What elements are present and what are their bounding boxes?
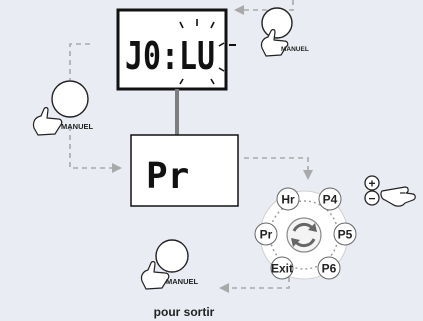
manual-button-bottom[interactable]: MANUEL bbox=[140, 239, 198, 290]
svg-text:P6: P6 bbox=[322, 262, 337, 276]
manual-label-bottom: MANUEL bbox=[166, 277, 198, 286]
hand-pointer-icon bbox=[32, 107, 63, 136]
top-display: J0:LU bbox=[116, 8, 236, 91]
manual-label-top: MANUEL bbox=[281, 46, 309, 53]
menu-item-p6[interactable]: P6 bbox=[317, 256, 341, 280]
manual-label-left: MANUEL bbox=[61, 122, 93, 131]
plus-button[interactable]: + bbox=[364, 175, 380, 191]
svg-text:P4: P4 bbox=[323, 193, 338, 207]
display-connector bbox=[175, 89, 179, 135]
arrow-left-button-to-middle-display bbox=[69, 126, 122, 173]
manual-button-left[interactable]: MANUEL bbox=[32, 80, 93, 136]
arrow-middle-display-to-menu bbox=[244, 157, 313, 180]
hand-pointer-icon bbox=[140, 261, 170, 290]
hand-pointer-icon bbox=[260, 29, 289, 57]
flow-arrows bbox=[69, 0, 313, 293]
blink-indicator-icon bbox=[179, 19, 225, 85]
manual-button-top[interactable]: MANUEL bbox=[260, 7, 309, 57]
menu-wheel: Hr P4 P5 P6 Exit Pr bbox=[254, 187, 357, 280]
arrow-exit-to-bottom-button bbox=[219, 268, 290, 293]
middle-display-text: Pr bbox=[146, 156, 189, 197]
menu-item-hr[interactable]: Hr bbox=[276, 187, 300, 211]
top-display-text: J0:LU bbox=[125, 34, 215, 78]
plus-minus-icon[interactable]: + − bbox=[364, 175, 416, 207]
menu-item-p4[interactable]: P4 bbox=[318, 187, 342, 211]
menu-item-pr[interactable]: Pr bbox=[254, 222, 278, 246]
svg-text:+: + bbox=[368, 177, 375, 191]
arrow-top-button-to-display bbox=[234, 0, 294, 15]
svg-text:−: − bbox=[368, 192, 375, 206]
manual-button-icon[interactable] bbox=[261, 7, 293, 39]
exit-caption: pour sortir bbox=[154, 305, 215, 319]
svg-text:Exit: Exit bbox=[271, 262, 293, 276]
svg-text:Pr: Pr bbox=[260, 228, 273, 242]
minus-button[interactable]: − bbox=[364, 190, 380, 206]
menu-item-exit[interactable]: Exit bbox=[270, 256, 294, 280]
cycle-arrows-icon bbox=[286, 217, 322, 253]
hand-pointer-icon bbox=[380, 186, 416, 207]
arrow-display-to-left-button bbox=[69, 43, 90, 80]
manual-button-icon[interactable] bbox=[155, 239, 189, 273]
manual-button-icon[interactable] bbox=[51, 80, 89, 118]
svg-text:P5: P5 bbox=[338, 228, 353, 242]
middle-display: Pr bbox=[130, 134, 239, 207]
svg-text:Hr: Hr bbox=[281, 193, 295, 207]
menu-item-p5[interactable]: P5 bbox=[333, 222, 357, 246]
